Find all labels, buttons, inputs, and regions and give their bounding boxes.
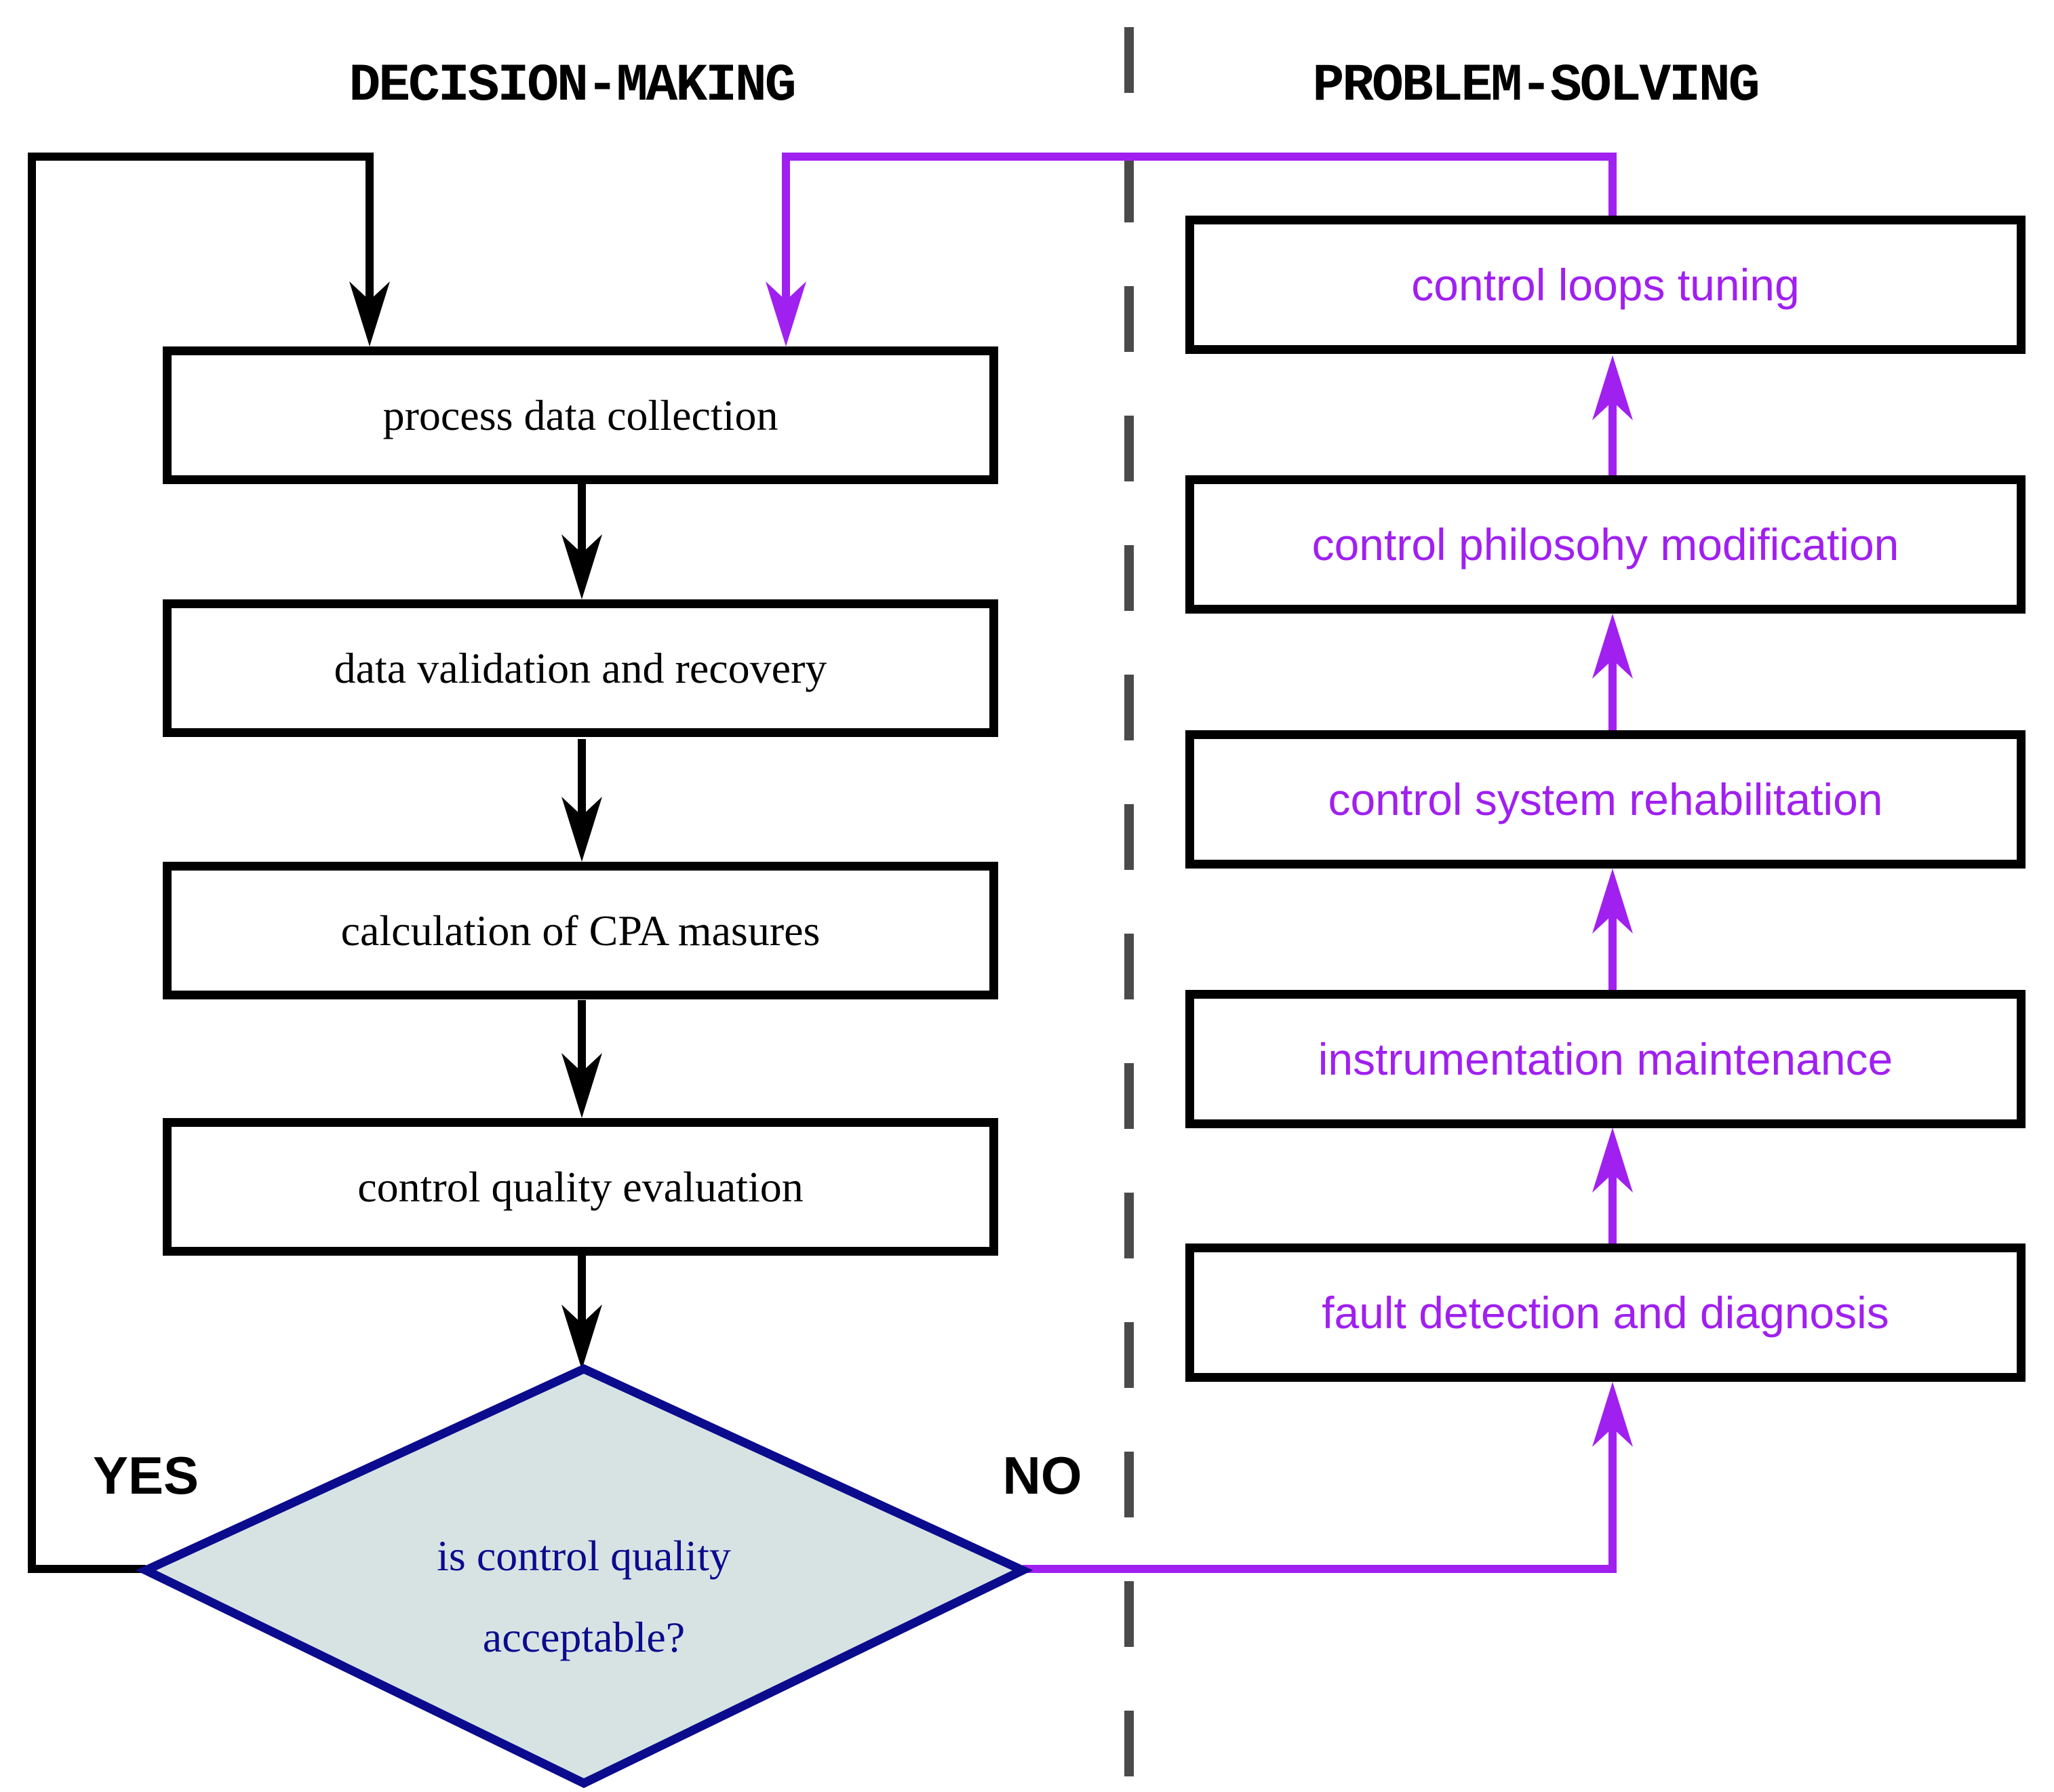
control-system-rehabilitation-label: control system rehabilitation xyxy=(1328,774,1883,824)
decision-question-line1: is control quality xyxy=(437,1532,731,1580)
control-quality-evaluation-box: control quality evaluation xyxy=(163,1118,998,1256)
control-system-rehabilitation-box: control system rehabilitation xyxy=(1185,730,2026,869)
process-data-collection-box: process data collection xyxy=(163,346,998,484)
tuning-feedback-line xyxy=(782,153,1617,300)
control-philosophy-modification-label: control philosohy modification xyxy=(1311,519,1899,570)
arrow-maintenance-to-rehabilitation-head xyxy=(1592,869,1633,934)
yes-loop-arrowhead xyxy=(349,281,390,346)
decision-making-title: DECISION-MAKING xyxy=(349,56,796,116)
arrow-rehabilitation-to-philosophy-head xyxy=(1592,614,1633,679)
yes-loop-line xyxy=(28,153,374,1573)
fault-detection-diagnosis-label: fault detection and diagnosis xyxy=(1322,1288,1889,1338)
data-validation-recovery-box: data validation and recovery xyxy=(163,599,998,737)
yes-branch-label: YES xyxy=(92,1446,199,1505)
calculation-cpa-measures-label: calculation of CPA masures xyxy=(340,906,821,955)
control-loops-tuning-box: control loops tuning xyxy=(1185,216,2026,354)
calculation-cpa-measures-box: calculation of CPA masures xyxy=(163,862,998,999)
decision-question-line2: acceptable? xyxy=(482,1613,686,1661)
no-branch-line xyxy=(1023,1428,1617,1573)
arrow-calculation-to-evaluation-head xyxy=(561,1053,602,1118)
decision-diamond xyxy=(135,1363,1033,1789)
fault-detection-diagnosis-box: fault detection and diagnosis xyxy=(1185,1243,2026,1382)
tuning-feedback-arrowhead xyxy=(766,281,806,346)
arrow-fault-to-maintenance-head xyxy=(1592,1128,1633,1193)
no-branch-arrowhead xyxy=(1592,1382,1633,1447)
arrow-philosophy-to-tuning-head xyxy=(1592,355,1633,420)
problem-solving-title: PROBLEM-SOLVING xyxy=(1312,56,1760,116)
process-data-collection-label: process data collection xyxy=(382,391,778,439)
arrow-collection-to-validation-head xyxy=(561,534,602,599)
control-philosophy-modification-box: control philosohy modification xyxy=(1185,475,2026,614)
control-loops-tuning-label: control loops tuning xyxy=(1411,260,1800,310)
data-validation-recovery-label: data validation and recovery xyxy=(334,643,827,692)
no-branch-label: NO xyxy=(1002,1446,1082,1505)
instrumentation-maintenance-box: instrumentation maintenance xyxy=(1185,990,2026,1128)
arrow-validation-to-calculation-head xyxy=(561,797,602,862)
arrow-evaluation-to-diamond-head xyxy=(561,1305,602,1370)
instrumentation-maintenance-label: instrumentation maintenance xyxy=(1318,1034,1893,1084)
decision-question: is control quality acceptable? xyxy=(437,1515,731,1678)
control-quality-evaluation-label: control quality evaluation xyxy=(357,1162,804,1211)
